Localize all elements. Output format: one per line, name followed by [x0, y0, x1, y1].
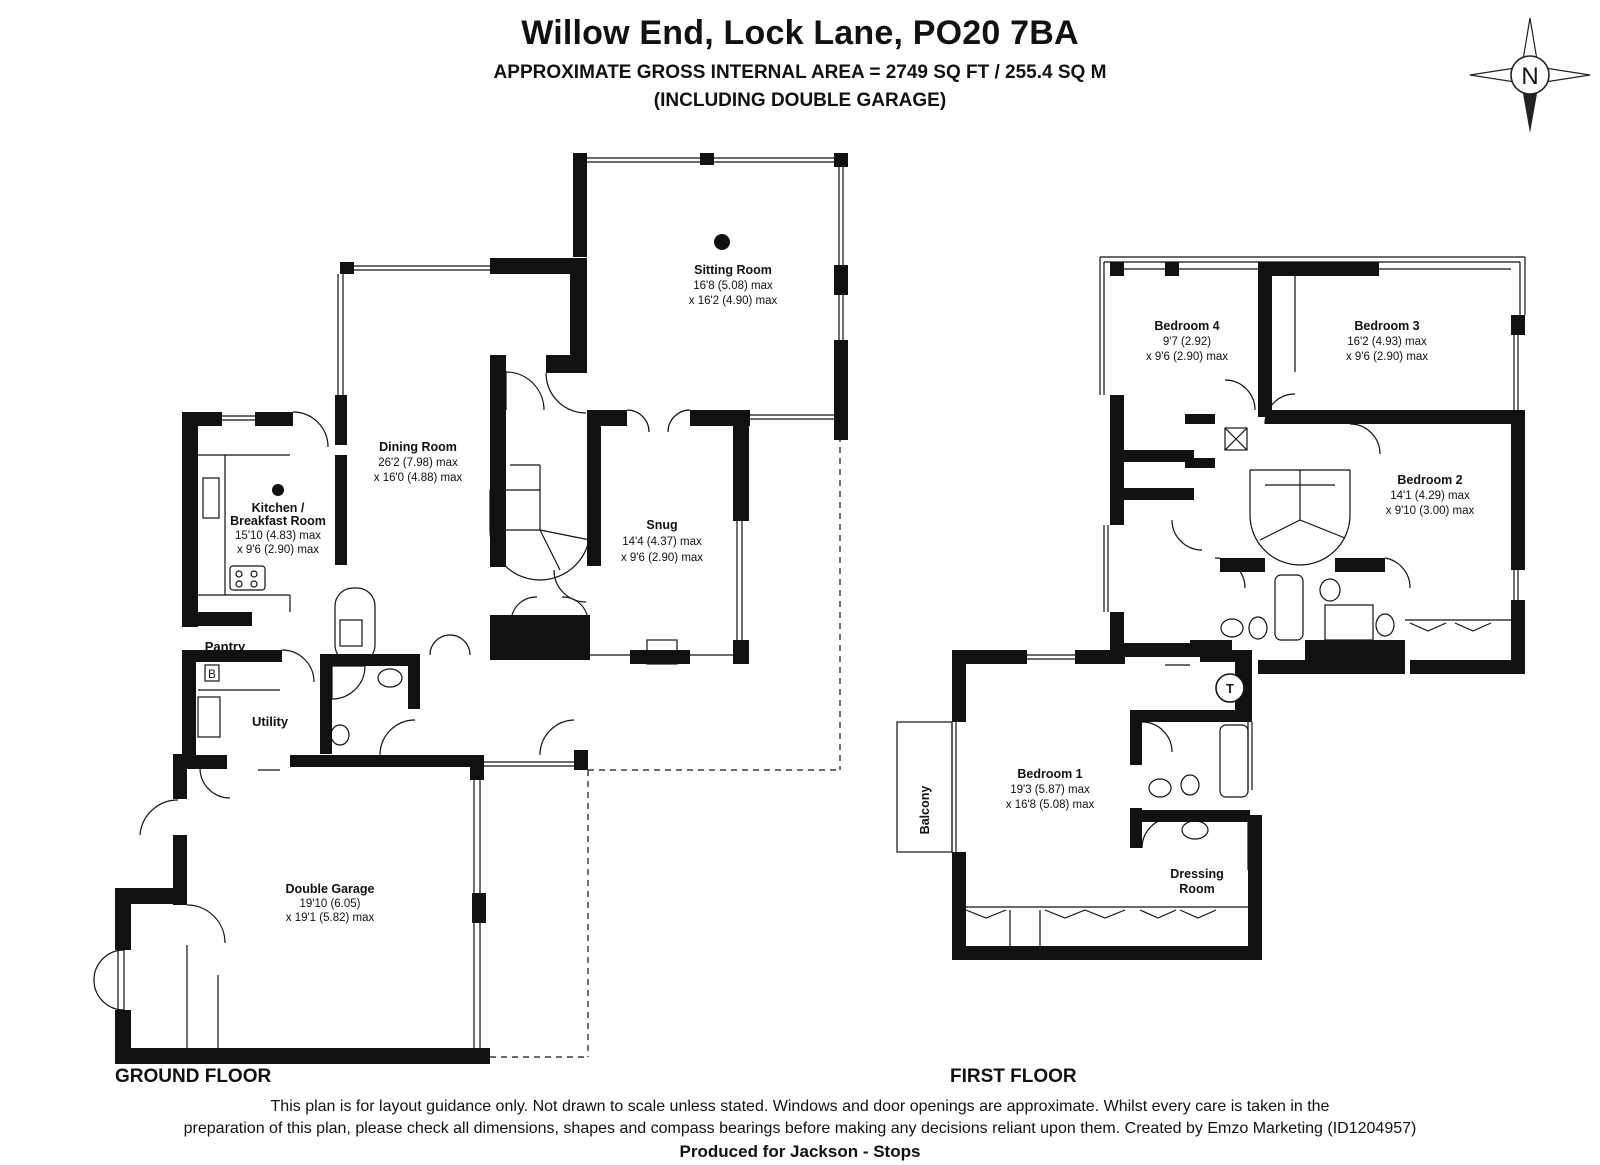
- room-dim: x 16'0 (4.88) max: [374, 472, 463, 484]
- room-dim: x 9'6 (2.90) max: [237, 544, 319, 556]
- room-label-bedroom-1: Bedroom 1 19'3 (5.87) max x 16'8 (5.08) …: [1006, 767, 1095, 811]
- first-floor-label: FIRST FLOOR: [950, 1066, 1077, 1087]
- light-icon: [714, 234, 730, 250]
- room-dim: x 16'8 (5.08) max: [1006, 799, 1095, 811]
- boiler-label: B: [208, 669, 216, 681]
- room-label-bedroom-3: Bedroom 3 16'2 (4.93) max x 9'6 (2.90) m…: [1346, 319, 1428, 363]
- room-dim: 19'10 (6.05): [299, 898, 360, 910]
- room-dim: x 9'6 (2.90) max: [621, 552, 703, 564]
- room-label-dining: Dining Room 26'2 (7.98) max x 16'0 (4.88…: [374, 440, 463, 484]
- room-dim: x 16'2 (4.90) max: [689, 295, 778, 307]
- room-name: Breakfast Room: [230, 514, 326, 528]
- room-name: Room: [1179, 882, 1214, 896]
- room-label-kitchen: Kitchen / Breakfast Room 15'10 (4.83) ma…: [230, 501, 326, 556]
- gross-area: APPROXIMATE GROSS INTERNAL AREA = 2749 S…: [493, 62, 1107, 83]
- room-dim: 15'10 (4.83) max: [235, 530, 321, 542]
- ground-floor-plan: [115, 153, 848, 1064]
- compass-letter: N: [1521, 63, 1538, 90]
- room-label-bedroom-4: Bedroom 4 9'7 (2.92) x 9'6 (2.90) max: [1146, 319, 1228, 363]
- room-name: Kitchen /: [252, 501, 305, 515]
- garage-note: (INCLUDING DOUBLE GARAGE): [653, 90, 947, 111]
- room-dim: x 9'10 (3.00) max: [1386, 505, 1475, 517]
- room-dim: 26'2 (7.98) max: [378, 457, 458, 469]
- room-dim: 9'7 (2.92): [1163, 336, 1211, 348]
- disclaimer-line-2: preparation of this plan, please check a…: [183, 1120, 1417, 1137]
- producer-credit: Produced for Jackson - Stops: [679, 1142, 921, 1161]
- room-name-pantry: Pantry: [205, 639, 246, 654]
- room-dim: 16'8 (5.08) max: [693, 280, 773, 292]
- ground-floor-details: [93, 157, 844, 1058]
- room-name-utility: Utility: [252, 714, 289, 729]
- page-title: Willow End, Lock Lane, PO20 7BA: [521, 14, 1079, 52]
- tank-icon: [1215, 673, 1245, 703]
- room-dim: x 9'6 (2.90) max: [1146, 351, 1228, 363]
- room-name: Snug: [646, 518, 677, 532]
- room-label-dressing: Dressing Room: [1170, 867, 1224, 896]
- light-icon: [272, 484, 284, 496]
- room-dim: x 9'6 (2.90) max: [1346, 351, 1428, 363]
- room-label-garage: Double Garage 19'10 (6.05) x 19'1 (5.82)…: [286, 882, 375, 924]
- room-label-sitting: Sitting Room 16'8 (5.08) max x 16'2 (4.9…: [689, 263, 778, 307]
- room-dim: x 19'1 (5.82) max: [286, 912, 375, 924]
- room-dim: 14'4 (4.37) max: [622, 536, 702, 548]
- room-name-balcony: Balcony: [918, 786, 932, 835]
- room-name: Double Garage: [286, 882, 375, 896]
- room-name: Bedroom 4: [1154, 319, 1219, 333]
- ground-floor-label: GROUND FLOOR: [115, 1066, 272, 1087]
- room-label-snug: Snug 14'4 (4.37) max x 9'6 (2.90) max: [621, 518, 703, 564]
- room-dim: 16'2 (4.93) max: [1347, 336, 1427, 348]
- disclaimer-line-1: This plan is for layout guidance only. N…: [270, 1098, 1330, 1115]
- room-label-bedroom-2: Bedroom 2 14'1 (4.29) max x 9'10 (3.00) …: [1386, 473, 1475, 517]
- tank-label: T: [1226, 682, 1234, 696]
- room-name: Bedroom 1: [1017, 767, 1082, 781]
- compass-rose-icon: N: [1469, 17, 1591, 133]
- room-name: Bedroom 2: [1397, 473, 1462, 487]
- room-name: Bedroom 3: [1354, 319, 1419, 333]
- first-floor-plan: [952, 262, 1525, 960]
- room-name: Dining Room: [379, 440, 457, 454]
- room-name: Sitting Room: [694, 263, 772, 277]
- first-floor-details: [896, 256, 1526, 946]
- room-name: Dressing: [1170, 867, 1224, 881]
- room-dim: 19'3 (5.87) max: [1010, 784, 1090, 796]
- room-dim: 14'1 (4.29) max: [1390, 490, 1470, 502]
